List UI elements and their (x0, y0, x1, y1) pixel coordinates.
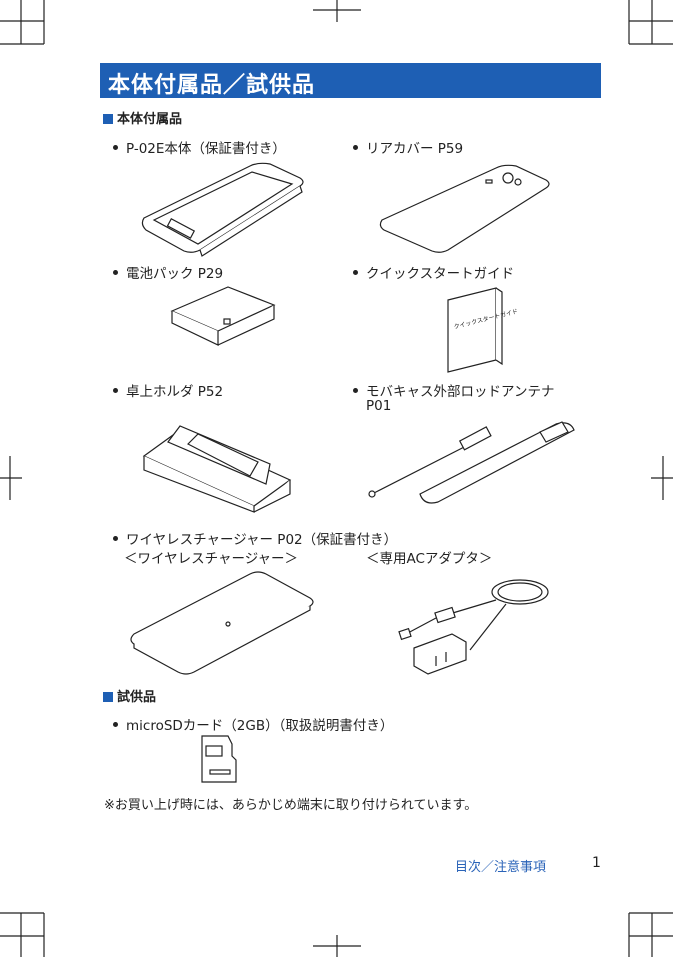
bullet-icon (113, 722, 118, 727)
wireless-charger-sub-label: ＜ワイヤレスチャージャー＞ (124, 551, 299, 567)
quick-guide-booklet: クイックスタートガイド (447, 287, 519, 373)
item-label: 電池パック P29 (126, 266, 224, 282)
wireless-charger-illustration (130, 571, 314, 675)
battery-illustration (170, 286, 276, 346)
item-microsd: microSDカード（2GB）（取扱説明書付き） (113, 714, 393, 734)
item-label: クイックスタートガイド (366, 266, 515, 282)
bullet-icon (353, 388, 358, 393)
bullet-icon (353, 270, 358, 275)
item-label: リアカバー P59 (366, 141, 464, 157)
page-number: 1 (592, 855, 601, 871)
item-antenna: モバキャス外部ロッドアンテナ (353, 380, 554, 400)
microsd-card-illustration (201, 735, 237, 783)
antenna-illustration (368, 421, 575, 504)
ac-adapter-sub-label: ＜専用ACアダプタ＞ (366, 551, 493, 567)
page-title: 本体付属品／試供品 (108, 73, 316, 98)
phone-illustration (141, 162, 304, 257)
bullet-icon (353, 145, 358, 150)
preinstalled-note: ※お買い上げ時には、あらかじめ端末に取り付けられています。 (104, 798, 478, 813)
square-bullet-icon (103, 692, 113, 702)
ac-adapter-illustration (398, 579, 549, 675)
item-wireless-charger: ワイヤレスチャージャー P02（保証書付き） (113, 528, 397, 548)
section-title: 本体付属品 (117, 112, 183, 127)
item-label: P-02E本体（保証書付き） (126, 141, 286, 157)
item-label: 卓上ホルダ P52 (126, 384, 224, 400)
item-phone: P-02E本体（保証書付き） (113, 137, 286, 157)
footer-toc-link[interactable]: 目次／注意事項 (455, 860, 547, 875)
item-rear-cover: リアカバー P59 (353, 137, 463, 157)
item-battery: 電池パック P29 (113, 262, 223, 282)
square-bullet-icon (103, 114, 113, 124)
item-quick-guide: クイックスタートガイド (353, 262, 514, 282)
bullet-icon (113, 536, 118, 541)
rear-cover-illustration (379, 164, 550, 253)
item-label: モバキャス外部ロッドアンテナ (366, 384, 555, 400)
section-heading-samples: 試供品 (103, 686, 156, 705)
bullet-icon (113, 388, 118, 393)
section-heading-accessories: 本体付属品 (103, 108, 182, 127)
bullet-icon (113, 270, 118, 275)
bullet-icon (113, 145, 118, 150)
item-label: ワイヤレスチャージャー P02（保証書付き） (126, 532, 398, 548)
section-title: 試供品 (117, 690, 157, 705)
item-desktop-holder: 卓上ホルダ P52 (113, 380, 223, 400)
item-label: microSDカード（2GB）（取扱説明書付き） (126, 718, 394, 734)
item-antenna-line2: P01 (366, 398, 392, 414)
desktop-holder-illustration (142, 425, 292, 513)
header-bar (100, 63, 601, 98)
